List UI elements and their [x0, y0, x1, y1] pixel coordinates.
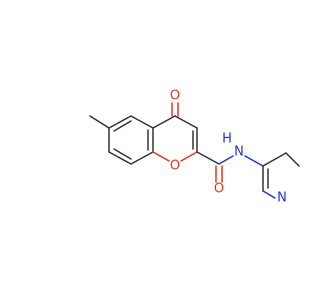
methyl-bond — [89, 115, 110, 129]
ketone-carbonyl — [171, 102, 179, 117]
amide-group — [196, 151, 264, 183]
amide-oxygen-label: O — [214, 182, 224, 197]
chemical-structure-diagram: O O O N H N — [89, 89, 300, 206]
ring-oxygen-label: O — [170, 159, 180, 174]
pyridine-nitrogen-label: N — [277, 191, 287, 206]
benzene-ring — [108, 115, 154, 165]
pyridine-ring — [262, 152, 300, 199]
carbonyl-oxygen-label: O — [170, 89, 180, 104]
pyranone-ring — [152, 115, 198, 162]
amide-hydrogen-label: H — [222, 132, 232, 147]
amide-nitrogen-label: N — [234, 145, 244, 160]
